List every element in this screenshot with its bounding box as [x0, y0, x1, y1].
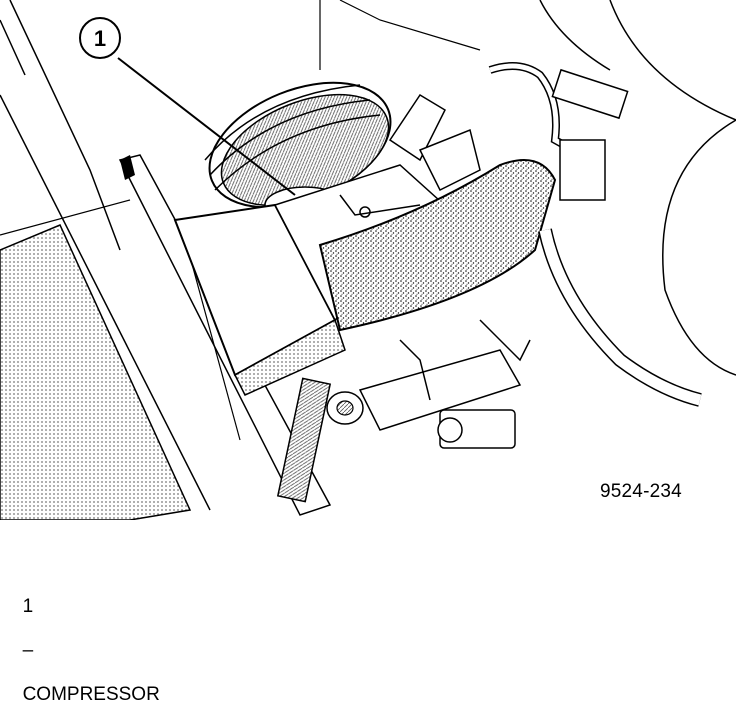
wiring-harness: [488, 62, 702, 407]
right-pulley: [319, 0, 736, 376]
legend-number: 1: [22, 596, 34, 617]
callout-number: 1: [94, 26, 106, 51]
legend-label: COMPRESSOR: [22, 684, 160, 705]
lower-fittings: [276, 319, 531, 503]
figure-id: 9524-234: [600, 481, 682, 502]
compressor-pulley: [204, 81, 392, 224]
legend-separator: –: [22, 640, 34, 661]
compressor-illustration: 1: [0, 0, 736, 520]
radiator-panel: [0, 0, 211, 520]
insulated-hose: [318, 159, 557, 332]
callout-1: 1: [79, 17, 296, 196]
legend: 1 – COMPRESSOR: [12, 574, 160, 706]
